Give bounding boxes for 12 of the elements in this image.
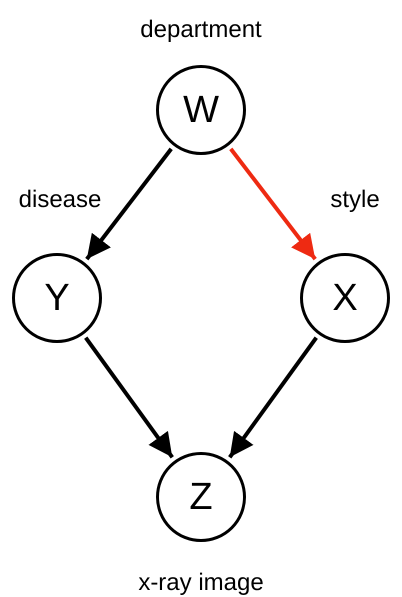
arrow: [228, 336, 318, 458]
arrow: [84, 336, 174, 458]
variable-label: Y: [44, 279, 70, 317]
arrow: [85, 148, 173, 260]
node-caption: style: [330, 188, 380, 212]
variable-label: Z: [189, 478, 213, 516]
node-caption: department: [140, 18, 262, 42]
arrow: [229, 148, 317, 260]
variable-label: X: [332, 279, 358, 317]
node-caption: x-ray image: [138, 571, 264, 595]
variable-label: W: [183, 91, 219, 129]
node-caption: disease: [18, 188, 102, 212]
